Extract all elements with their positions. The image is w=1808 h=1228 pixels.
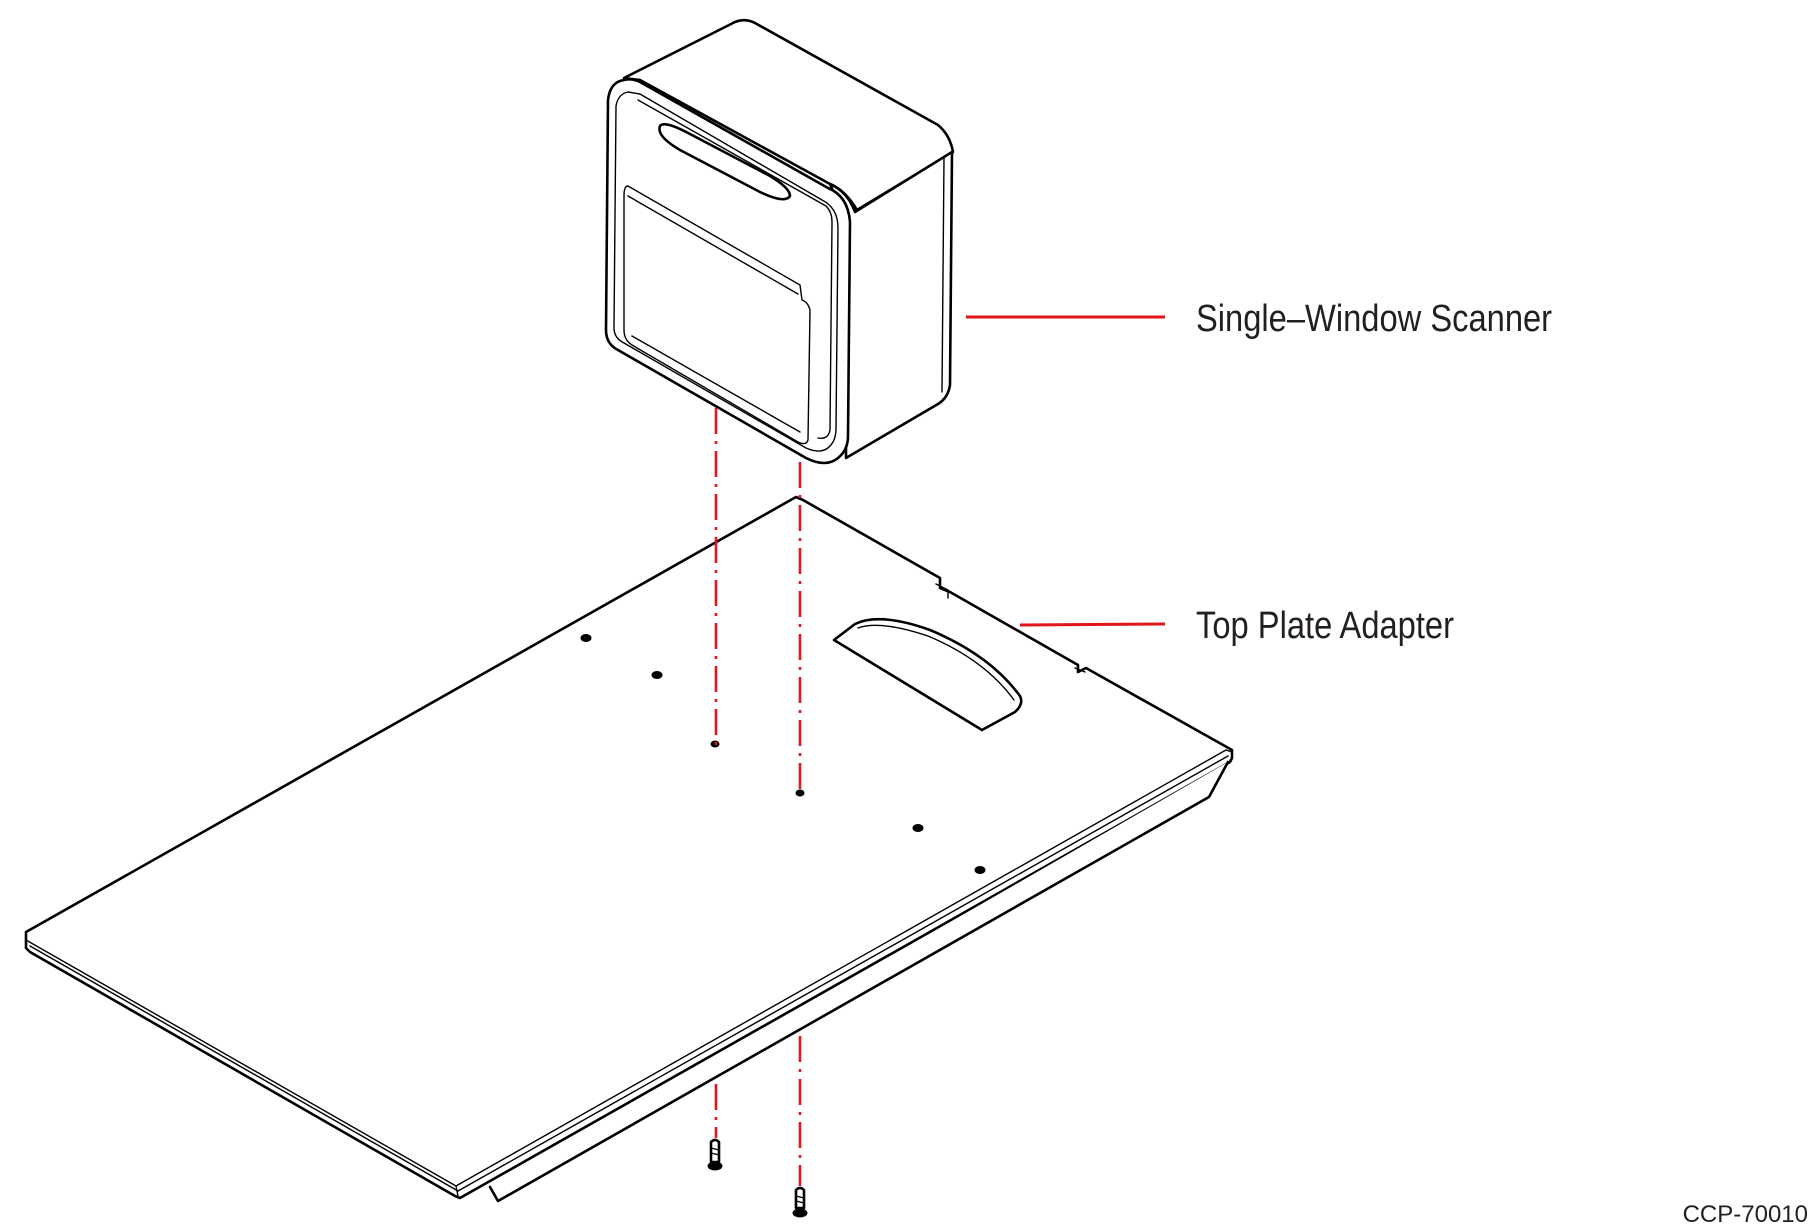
scanner-side-face [828, 150, 954, 460]
scanner-window-panel [623, 185, 811, 445]
scanner-window-slot [658, 122, 792, 201]
scanner-window-recess [637, 99, 833, 440]
plate-flange [488, 760, 1230, 1203]
plate-cutout [832, 617, 1023, 732]
scanner-label: Single–Window Scanner [1196, 298, 1553, 340]
mounting-hole [651, 671, 663, 679]
top-plate-adapter [24, 495, 1234, 1203]
mounting-screw [792, 1186, 808, 1218]
scanner-side-edge [941, 157, 945, 393]
plate-front-edge-inner [29, 945, 459, 1192]
single-window-scanner [604, 18, 955, 465]
plate-right-edge [455, 749, 1233, 1187]
mounting-screw [707, 1138, 723, 1171]
figure-code: CCP-70010 [1682, 1201, 1808, 1228]
plate-right-edge-inner [457, 755, 1229, 1192]
adapter-label: Top Plate Adapter [1196, 605, 1454, 647]
plate-rear-step-2 [1074, 667, 1086, 673]
mounting-hole [580, 634, 592, 642]
adapter-callout-line [1019, 622, 1166, 627]
mounting-hole [795, 789, 805, 797]
scanner-window-panel-edge [627, 195, 799, 295]
scanner-bezel-inner-rim [613, 91, 839, 452]
plate-cutout-inner [857, 624, 1015, 701]
plate-rear-step [935, 583, 949, 599]
mounting-hole [974, 866, 986, 874]
mounting-hole [912, 824, 924, 832]
scanner-window-panel-bottom [631, 335, 801, 433]
plate-top-face [24, 495, 1234, 1200]
